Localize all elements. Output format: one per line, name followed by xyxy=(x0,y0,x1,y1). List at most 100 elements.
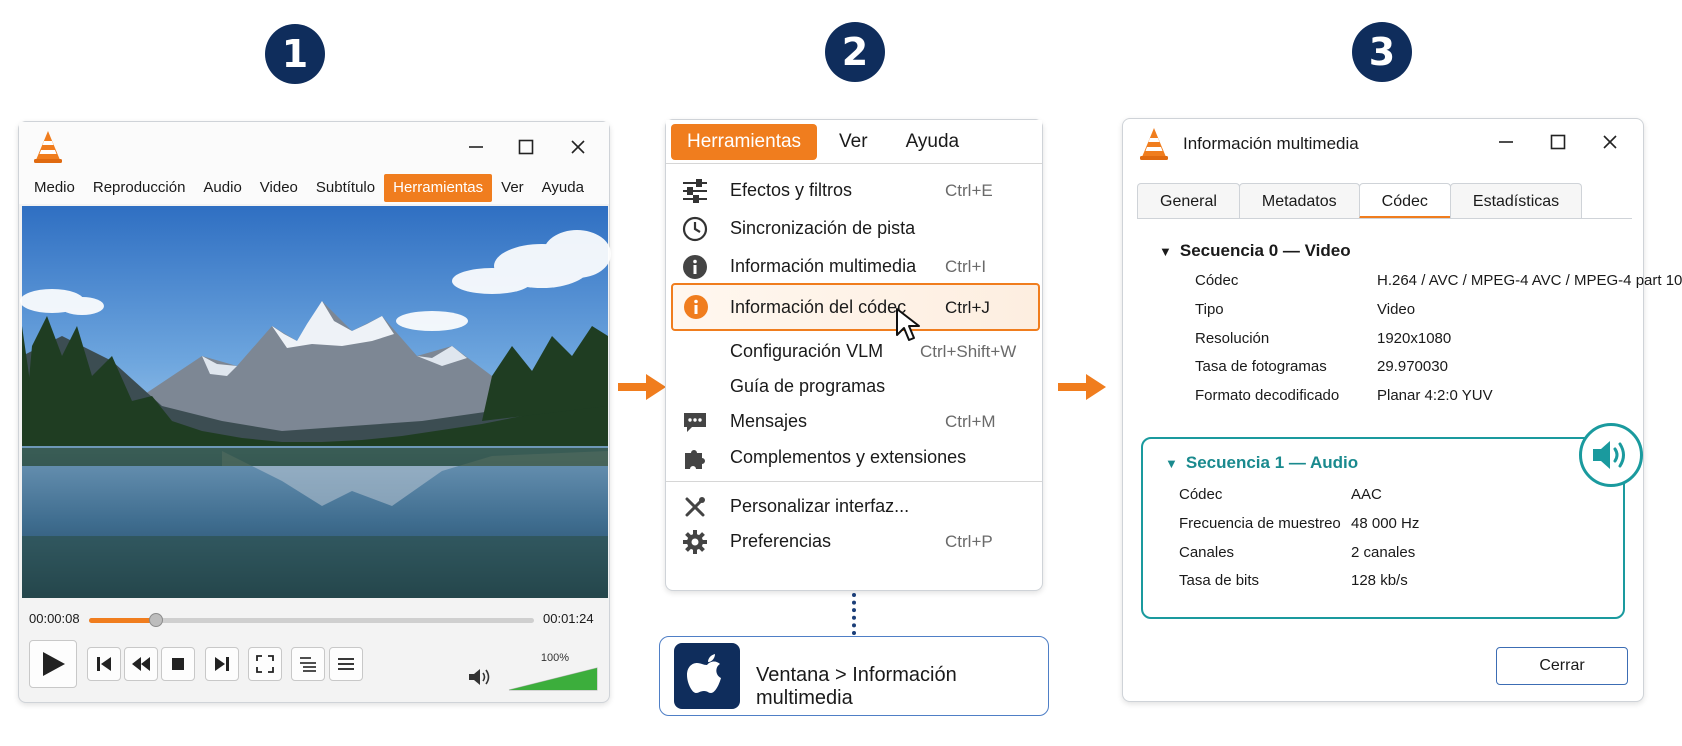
menu-reproduccion[interactable]: Reproducción xyxy=(92,179,186,196)
menu-item-shortcut: Ctrl+E xyxy=(945,181,993,200)
fullscreen-button[interactable] xyxy=(248,647,282,681)
extended-settings-icon xyxy=(300,657,316,672)
menu-item-shortcut: Ctrl+M xyxy=(945,412,996,431)
menu-header-ayuda[interactable]: Ayuda xyxy=(905,130,960,152)
menu-item-mensajes[interactable]: Mensajes Ctrl+M xyxy=(666,403,1042,439)
video-frame[interactable] xyxy=(20,206,611,598)
kv-label: Tasa de bits xyxy=(1179,572,1260,589)
info-icon xyxy=(682,254,708,280)
menu-item-label: Complementos y extensiones xyxy=(730,447,967,467)
menu-item-configuracion-vlm[interactable]: Configuración VLM Ctrl+Shift+W xyxy=(666,333,1042,369)
clouds xyxy=(20,230,611,331)
menu-item-guia-de-programas[interactable]: Guía de programas xyxy=(666,368,1042,404)
speaker-icon[interactable] xyxy=(467,666,493,688)
menu-separator xyxy=(666,481,1042,482)
maximize-button[interactable] xyxy=(1541,127,1575,157)
menu-item-label: Información del códec xyxy=(730,297,907,317)
menu-item-informacion-del-codec[interactable]: Información del códec Ctrl+J xyxy=(671,283,1040,341)
kv-label: Canales xyxy=(1179,544,1235,561)
menu-item-preferencias[interactable]: Preferencias Ctrl+P xyxy=(666,523,1042,559)
menu-item-label: Preferencias xyxy=(730,531,832,551)
seek-bar-row: 00:00:08 00:01:24 xyxy=(19,604,609,634)
minimize-button[interactable] xyxy=(459,132,493,162)
skip-previous-icon xyxy=(97,657,111,671)
mouse-cursor-icon xyxy=(896,308,920,341)
minimize-button[interactable] xyxy=(1489,127,1523,157)
menu-ayuda[interactable]: Ayuda xyxy=(541,179,584,196)
stream-1-title: Secuencia 1 — Audio xyxy=(1185,453,1359,472)
kv-value: 29.970030 xyxy=(1377,358,1448,375)
tab-estadisticas[interactable]: Estadísticas xyxy=(1449,183,1583,219)
gear-icon xyxy=(682,529,708,555)
minimize-icon xyxy=(469,146,483,148)
arrow-step-2-to-3 xyxy=(1058,374,1106,400)
minimize-icon xyxy=(1499,141,1513,143)
close-window-button[interactable] xyxy=(1593,127,1627,157)
seek-handle[interactable] xyxy=(148,613,163,627)
codec-tab-content: ▼Secuencia 0 — Video Códec H.264 / AVC /… xyxy=(1137,218,1682,638)
menu-item-label: Personalizar interfaz... xyxy=(730,496,910,516)
extended-settings-button[interactable] xyxy=(291,647,325,681)
menu-item-informacion-multimedia[interactable]: Información multimedia Ctrl+I xyxy=(666,248,1042,284)
tab-general[interactable]: General xyxy=(1137,183,1240,219)
tab-metadatos[interactable]: Metadatos xyxy=(1238,183,1360,219)
step-badge-1: 1 xyxy=(265,24,325,84)
play-button[interactable] xyxy=(29,640,77,688)
playlist-button[interactable] xyxy=(329,647,363,681)
menu-header-ver[interactable]: Ver xyxy=(839,130,868,152)
kv-value: Planar 4:2:0 YUV xyxy=(1377,387,1493,404)
seek-progress xyxy=(89,618,156,623)
total-time: 00:01:24 xyxy=(543,611,594,626)
info-tabs: General Metadatos Códec Estadísticas xyxy=(1137,183,1583,219)
rewind-button[interactable] xyxy=(124,647,158,681)
menu-audio[interactable]: Audio xyxy=(203,179,242,196)
menu-subtitulo[interactable]: Subtítulo xyxy=(315,179,376,196)
audio-stream-highlight: ▼Secuencia 1 — Audio Códec AAC Frecuenci… xyxy=(1141,423,1643,619)
menu-ver[interactable]: Ver xyxy=(501,179,524,196)
kv-value: Video xyxy=(1377,301,1416,318)
kv-value: 1920x1080 xyxy=(1377,330,1452,347)
volume-slider[interactable] xyxy=(507,666,599,692)
apple-icon xyxy=(674,643,740,709)
close-window-button[interactable] xyxy=(561,132,595,162)
stream-1-header[interactable]: ▼ Secuencia 1 — Audio xyxy=(1165,453,1358,473)
skip-next-icon xyxy=(215,657,229,671)
forest xyxy=(22,316,608,466)
menu-item-label: Guía de programas xyxy=(730,376,886,396)
menu-header-herramientas[interactable]: Herramientas xyxy=(671,123,818,160)
seek-slider[interactable] xyxy=(89,613,534,627)
stop-button[interactable] xyxy=(161,647,195,681)
menu-video[interactable]: Video xyxy=(259,179,298,196)
menu-item-sincronizacion-de-pista[interactable]: Sincronización de pista xyxy=(666,210,1042,246)
next-button[interactable] xyxy=(205,647,239,681)
volume-control: 100% xyxy=(469,652,603,692)
menu-item-complementos-y-extensiones[interactable]: Complementos y extensiones xyxy=(666,439,1042,475)
menu-item-personalizar-interfaz[interactable]: Personalizar interfaz... xyxy=(666,488,1042,524)
tab-codec[interactable]: Códec xyxy=(1358,183,1451,219)
kv-value: AAC xyxy=(1351,486,1382,503)
kv-value: 48 000 Hz xyxy=(1351,515,1420,532)
vlc-cone-icon xyxy=(1140,128,1168,160)
menu-herramientas[interactable]: Herramientas xyxy=(384,174,493,202)
maximize-button[interactable] xyxy=(509,132,543,162)
vlc-player-window: Medio Reproducción Audio Video Subtítulo… xyxy=(18,121,611,703)
menu-item-efectos-y-filtros[interactable]: Efectos y filtros Ctrl+E xyxy=(666,172,1042,208)
expand-triangle-icon: ▼ xyxy=(1165,456,1178,471)
step-badge-2: 2 xyxy=(825,22,885,82)
kv-value: H.264 / AVC / MPEG-4 AVC / MPEG-4 part 1… xyxy=(1377,272,1682,289)
volume-percentage: 100% xyxy=(540,652,570,664)
stream-0-title: Secuencia 0 — Video xyxy=(1179,241,1351,260)
tools-icon xyxy=(682,494,708,520)
arrow-step-1-to-2 xyxy=(618,374,666,400)
title-bar xyxy=(19,122,609,172)
close-button[interactable]: Cerrar xyxy=(1496,647,1628,685)
stream-0-header[interactable]: ▼Secuencia 0 — Video xyxy=(1159,241,1351,261)
rewind-icon xyxy=(132,657,150,671)
mac-shortcut-hint: Ventana > Información multimedia xyxy=(659,636,1049,716)
previous-button[interactable] xyxy=(87,647,121,681)
kv-label: Resolución xyxy=(1195,330,1270,347)
kv-label: Códec xyxy=(1195,272,1239,289)
menu-medio[interactable]: Medio xyxy=(34,179,75,196)
menu-item-label: Mensajes xyxy=(730,411,808,431)
menu-header: Herramientas Ver Ayuda xyxy=(666,120,1042,164)
